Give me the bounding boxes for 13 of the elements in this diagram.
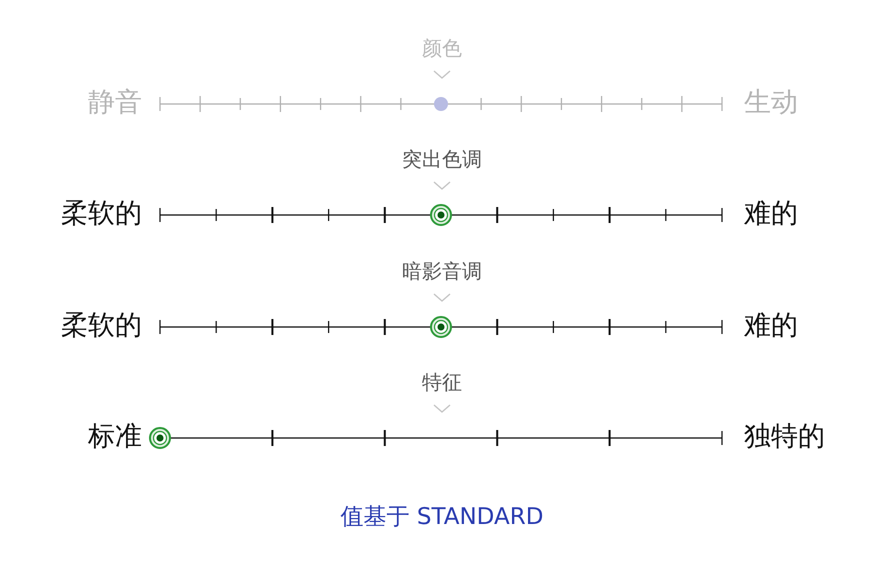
max-label: 生动 [744, 89, 798, 116]
min-label: 柔软的 [61, 312, 142, 339]
slider-title: 特征 [422, 372, 462, 392]
caption: 值基于 STANDARD [340, 506, 544, 529]
max-label: 难的 [744, 200, 798, 227]
min-label: 静音 [88, 89, 142, 116]
slider-title: 颜色 [422, 38, 462, 58]
slider-title: 突出色调 [402, 149, 482, 169]
max-label: 独特的 [744, 423, 825, 450]
min-label: 标准 [88, 423, 142, 450]
slider-title: 暗影音调 [402, 261, 482, 281]
min-label: 柔软的 [61, 200, 142, 227]
max-label: 难的 [744, 312, 798, 339]
